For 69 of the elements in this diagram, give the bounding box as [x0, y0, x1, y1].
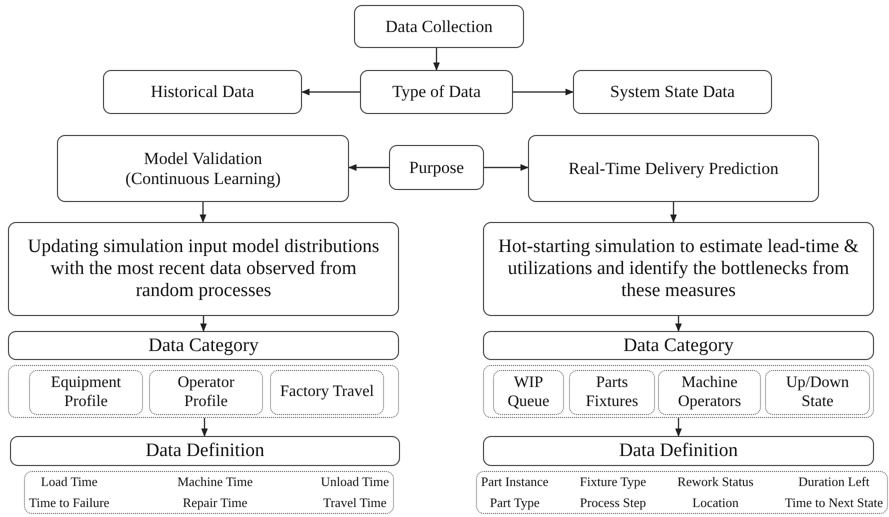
arrow: [484, 164, 529, 171]
arrow: [513, 88, 574, 96]
process-box: [573, 70, 772, 114]
arrow: [675, 418, 682, 437]
process-box: [8, 331, 399, 360]
node-text: WIP Queue: [506, 374, 550, 411]
definition-text: Time to Failure: [29, 494, 110, 511]
definition-text: Process Step: [580, 494, 646, 511]
definition-panel: [476, 471, 888, 514]
arrow: [201, 418, 208, 437]
node-text: Equipment Profile: [50, 374, 122, 411]
process-box: [354, 5, 524, 48]
node-text: Real-Time Delivery Prediction: [568, 158, 780, 178]
node-text: Historical Data: [150, 82, 256, 102]
arrow: [433, 48, 440, 71]
category-box: [765, 370, 870, 415]
category-group: [8, 365, 399, 418]
node-text: Parts Fixtures: [584, 374, 640, 411]
category-box: [270, 370, 384, 415]
node-text: Purpose: [408, 158, 465, 178]
node-text: Data Category: [622, 334, 735, 356]
category-box: [149, 370, 263, 415]
node-text: Data Definition: [144, 440, 266, 462]
process-box: [57, 135, 349, 202]
process-box: [360, 70, 513, 114]
definition-text: Machine Time: [177, 474, 253, 490]
definition-text: Part Instance: [481, 474, 549, 490]
process-box: [483, 436, 874, 466]
definition-text: Repair Time: [182, 494, 248, 511]
node-text: Model Validation (Continuous Learning): [124, 148, 282, 188]
definition-text: Time to Next State: [784, 494, 883, 511]
process-box: [10, 436, 400, 466]
definition-text: Travel Time: [322, 494, 388, 511]
arrow: [670, 202, 677, 223]
node-text: Updating simulation input model distributions with the most recent data observed from random processes: [26, 236, 380, 302]
definition-text: Rework Status: [677, 474, 754, 490]
definition-text: Load Time: [40, 474, 99, 490]
category-box: [569, 370, 655, 415]
process-box: [8, 222, 399, 316]
node-text: Data Collection: [384, 16, 494, 36]
node-text: Operator Profile: [176, 374, 236, 411]
node-text: Machine Operators: [676, 374, 742, 411]
node-text: Data Category: [147, 334, 260, 356]
arrow: [675, 316, 682, 332]
process-box: [528, 135, 819, 202]
process-box: [483, 222, 874, 316]
arrow: [301, 88, 360, 96]
category-box: [658, 370, 761, 415]
arrow: [200, 202, 206, 223]
process-box: [389, 145, 484, 190]
definition-panel: [24, 471, 394, 514]
node-text: System State Data: [609, 82, 736, 102]
category-box: [493, 370, 564, 415]
node-text: Hot-starting simulation to estimate lead-time & utilizations and identify the bottlenecks from these measures: [497, 236, 860, 302]
arrow: [348, 164, 389, 171]
category-box: [29, 370, 143, 415]
definition-text: Location: [691, 494, 740, 511]
definition-text: Fixture Type: [580, 474, 646, 490]
node-text: Up/Down State: [784, 374, 850, 411]
definition-text: Part Type: [488, 494, 541, 511]
node-text: Data Definition: [618, 440, 739, 462]
process-box: [103, 70, 302, 114]
definition-text: Unload Time: [320, 474, 389, 490]
node-text: Type of Data: [391, 82, 482, 102]
arrow: [200, 316, 207, 332]
process-box: [483, 331, 874, 360]
category-group: [483, 365, 874, 418]
node-text: Factory Travel: [279, 383, 375, 402]
definition-text: Duration Left: [797, 474, 870, 490]
